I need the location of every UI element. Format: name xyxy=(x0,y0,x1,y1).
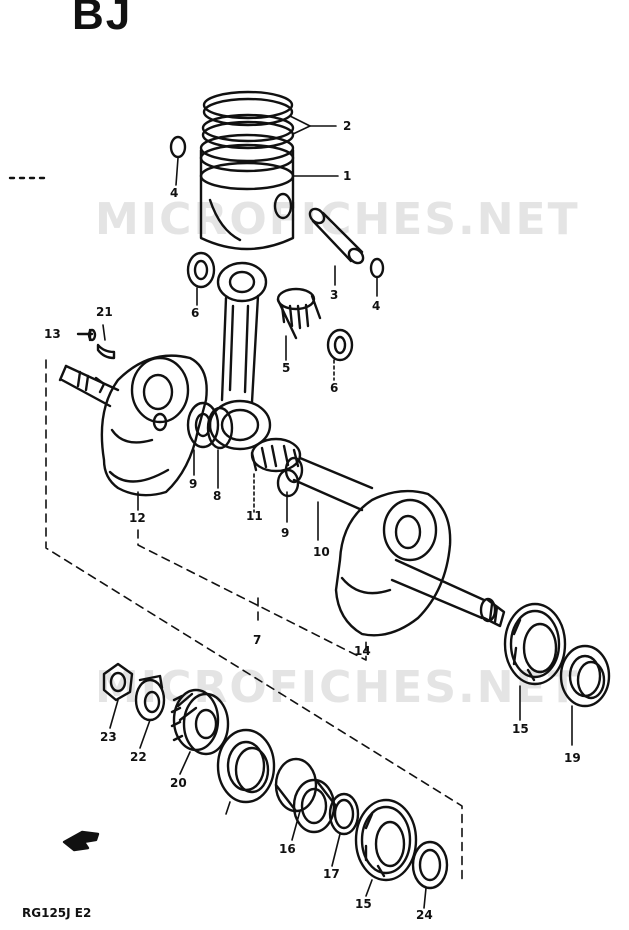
bearing-15-bottom xyxy=(354,798,418,882)
callout-1: 1 xyxy=(343,169,352,183)
callout-15-bottom: 15 xyxy=(355,897,372,911)
callout-5: 5 xyxy=(282,361,291,375)
circlip-4-right xyxy=(369,257,385,279)
washer-9-left xyxy=(186,401,220,449)
callout-7: 7 xyxy=(253,633,262,647)
woodruff-key xyxy=(96,343,116,360)
callout-4-left: 4 xyxy=(170,186,179,200)
callout-15-right: 15 xyxy=(512,722,529,736)
oil-seal-18 xyxy=(216,728,276,804)
callout-14: 14 xyxy=(354,644,371,658)
watermark-top: MICROFICHES.NET xyxy=(95,194,580,245)
crankshaft-left-end xyxy=(58,364,120,408)
callout-4-right: 4 xyxy=(372,299,381,313)
piston-pin xyxy=(308,207,365,265)
washer-6-right xyxy=(326,328,354,362)
callout-22: 22 xyxy=(130,750,147,764)
crank-pin xyxy=(276,456,374,512)
front-arrow-icon xyxy=(62,830,100,852)
callout-16: 16 xyxy=(279,842,296,856)
washer-6-left xyxy=(186,251,216,289)
circlip-17 xyxy=(328,792,360,836)
watermark-bottom: MICROFICHES.NET xyxy=(95,662,580,713)
callout-24: 24 xyxy=(416,908,433,922)
callout-12: 12 xyxy=(129,511,146,525)
callout-21: 21 xyxy=(96,305,113,319)
callout-23: 23 xyxy=(100,730,117,744)
assembly-brackets xyxy=(45,359,463,885)
piston xyxy=(199,133,295,251)
nut-23 xyxy=(102,662,134,702)
callout-10: 10 xyxy=(313,545,330,559)
callout-6-right: 6 xyxy=(330,381,339,395)
callout-17: 17 xyxy=(323,867,340,881)
model-code-footer: RG125J E2 xyxy=(22,906,92,920)
callout-19: 19 xyxy=(564,751,581,765)
crank-half-right xyxy=(334,489,452,637)
crankpin-needle-bearing xyxy=(250,437,302,473)
callout-3: 3 xyxy=(330,288,339,302)
callout-20: 20 xyxy=(170,776,187,790)
crankshaft-right-end xyxy=(390,558,506,628)
callout-9-right: 9 xyxy=(281,526,290,540)
washer-24 xyxy=(411,840,449,890)
needle-bearing-small-end xyxy=(276,287,322,340)
piston-rings xyxy=(201,90,295,150)
callout-9-left: 9 xyxy=(189,477,198,491)
lock-washer-22 xyxy=(134,674,166,722)
diagram-header-code: BJ xyxy=(72,0,133,39)
spacer-16 xyxy=(274,757,338,834)
oil-seal-19 xyxy=(559,644,611,708)
washer-8 xyxy=(206,406,234,450)
leader-lines xyxy=(102,115,573,909)
callout-13: 13 xyxy=(44,327,61,341)
bearing-15-right xyxy=(503,602,567,686)
callout-6-left: 6 xyxy=(191,306,200,320)
primary-gear-20 xyxy=(170,688,230,756)
callout-2: 2 xyxy=(343,119,352,133)
callout-11: 11 xyxy=(246,509,263,523)
crank-half-left xyxy=(100,354,208,497)
callout-8: 8 xyxy=(213,489,222,503)
circlip-4-left xyxy=(169,135,187,159)
connecting-rod xyxy=(208,261,272,451)
